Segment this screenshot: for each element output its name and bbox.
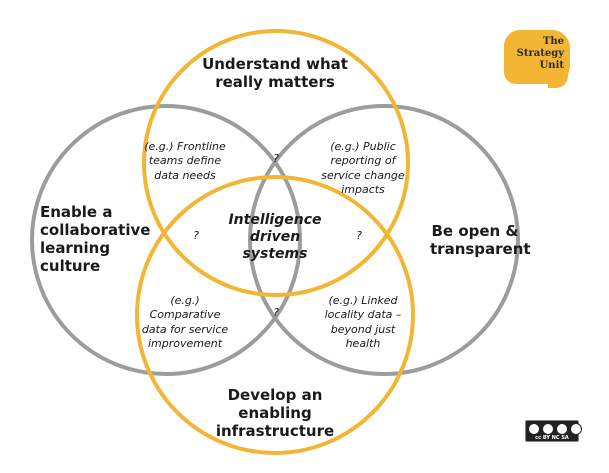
logo-text: The Strategy Unit xyxy=(516,36,564,71)
overlap-top-left: (e.g.) Frontline teams define data needs xyxy=(144,140,226,182)
label-top: Understand what really matters xyxy=(202,55,348,91)
sa-icon xyxy=(570,423,582,435)
creative-commons-badge: cc BY NC SA xyxy=(525,420,582,442)
question-left: ? xyxy=(193,229,199,242)
license-icons xyxy=(528,423,582,435)
nc-icon xyxy=(556,423,568,435)
by-icon xyxy=(542,423,554,435)
question-bottom: ? xyxy=(273,306,279,319)
overlap-top-right: (e.g.) Public reporting of service chang… xyxy=(321,140,405,196)
circle-top xyxy=(142,29,410,297)
label-right: Be open & transparent xyxy=(430,222,531,258)
cc-icon xyxy=(528,423,540,435)
circle-right xyxy=(248,104,520,376)
circle-left xyxy=(30,104,302,376)
license-text: cc BY NC SA xyxy=(535,435,569,441)
overlap-bottom-left: (e.g.) Comparative data for service impr… xyxy=(141,294,229,350)
question-top: ? xyxy=(273,152,279,165)
center-label: Intelligence driven systems xyxy=(228,212,322,262)
label-left: Enable a collaborative learning culture xyxy=(40,203,151,275)
logo-speech-tail xyxy=(548,74,568,88)
overlap-bottom-right: (e.g.) Linked locality data – beyond jus… xyxy=(324,294,402,350)
question-right: ? xyxy=(356,229,362,242)
circle-bottom xyxy=(135,175,415,455)
label-bottom: Develop an enabling infrastructure xyxy=(215,386,335,440)
